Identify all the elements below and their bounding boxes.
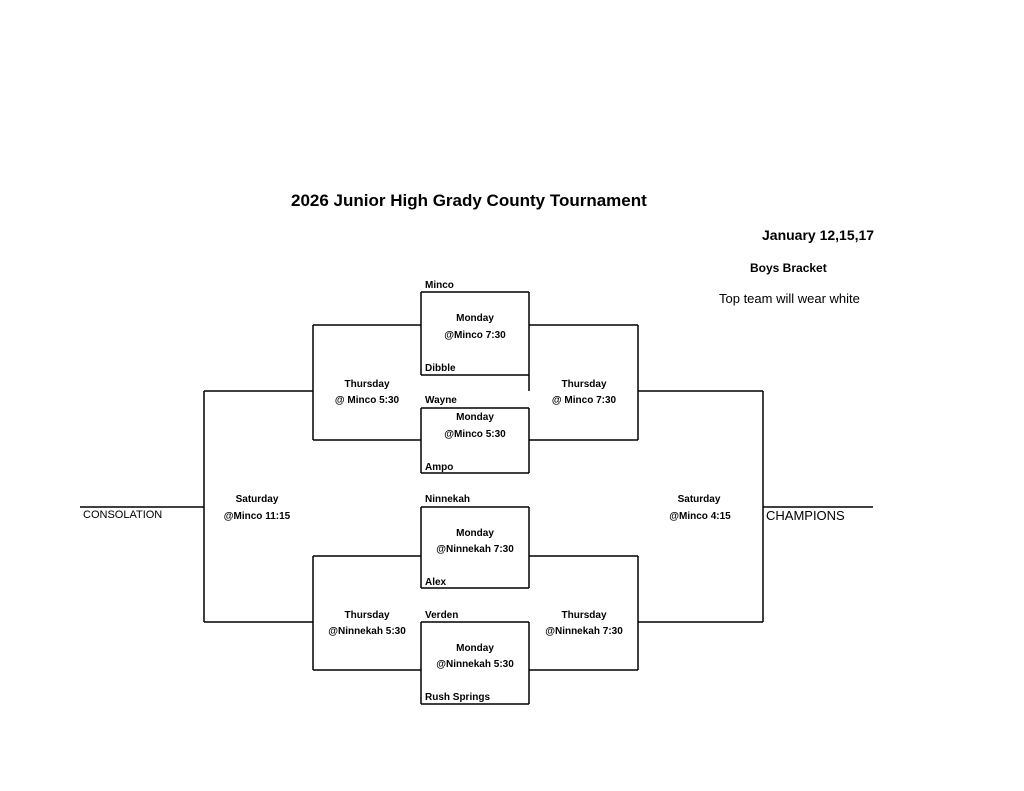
monday-game-4-day: Monday (456, 643, 494, 654)
team-ampo: Ampo (425, 462, 454, 473)
thursday-consolation-1-day: Thursday (344, 379, 390, 390)
team-rush-springs: Rush Springs (425, 692, 491, 703)
saturday-consolation-site: @Minco 11:15 (223, 511, 291, 522)
team-alex: Alex (425, 577, 447, 588)
thursday-consolation-2-site: @Ninnekah 5:30 (328, 626, 406, 637)
champions-label: CHAMPIONS (766, 508, 845, 523)
uniform-note: Top team will wear white (719, 291, 860, 306)
bracket-name: Boys Bracket (750, 261, 827, 275)
thursday-winners-2-site: @Ninnekah 7:30 (545, 626, 623, 637)
thursday-winners-2-day: Thursday (561, 610, 607, 621)
team-minco: Minco (425, 280, 454, 291)
team-wayne: Wayne (425, 395, 457, 406)
thursday-winners-1-day: Thursday (561, 379, 607, 390)
monday-game-3-day: Monday (456, 528, 494, 539)
monday-game-3-site: @Ninnekah 7:30 (436, 544, 514, 555)
monday-game-1-site: @Minco 7:30 (444, 330, 506, 341)
monday-game-1-day: Monday (456, 313, 494, 324)
thursday-winners-1-site: @ Minco 7:30 (551, 395, 617, 406)
thursday-consolation-1-site: @ Minco 5:30 (334, 395, 400, 406)
tournament-title: 2026 Junior High Grady County Tournament (291, 191, 647, 210)
saturday-consolation-day: Saturday (235, 494, 279, 505)
saturday-championship-day: Saturday (677, 494, 721, 505)
thursday-consolation-2-day: Thursday (344, 610, 390, 621)
monday-game-4-site: @Ninnekah 5:30 (436, 659, 514, 670)
monday-game-2-day: Monday (456, 412, 494, 423)
team-dibble: Dibble (425, 363, 456, 374)
team-ninnekah: Ninnekah (425, 494, 471, 505)
consolation-label: CONSOLATION (83, 509, 163, 521)
tournament-dates: January 12,15,17 (762, 227, 875, 243)
monday-game-2-site: @Minco 5:30 (444, 429, 506, 440)
saturday-championship-site: @Minco 4:15 (669, 511, 731, 522)
team-verden: Verden (425, 610, 459, 621)
